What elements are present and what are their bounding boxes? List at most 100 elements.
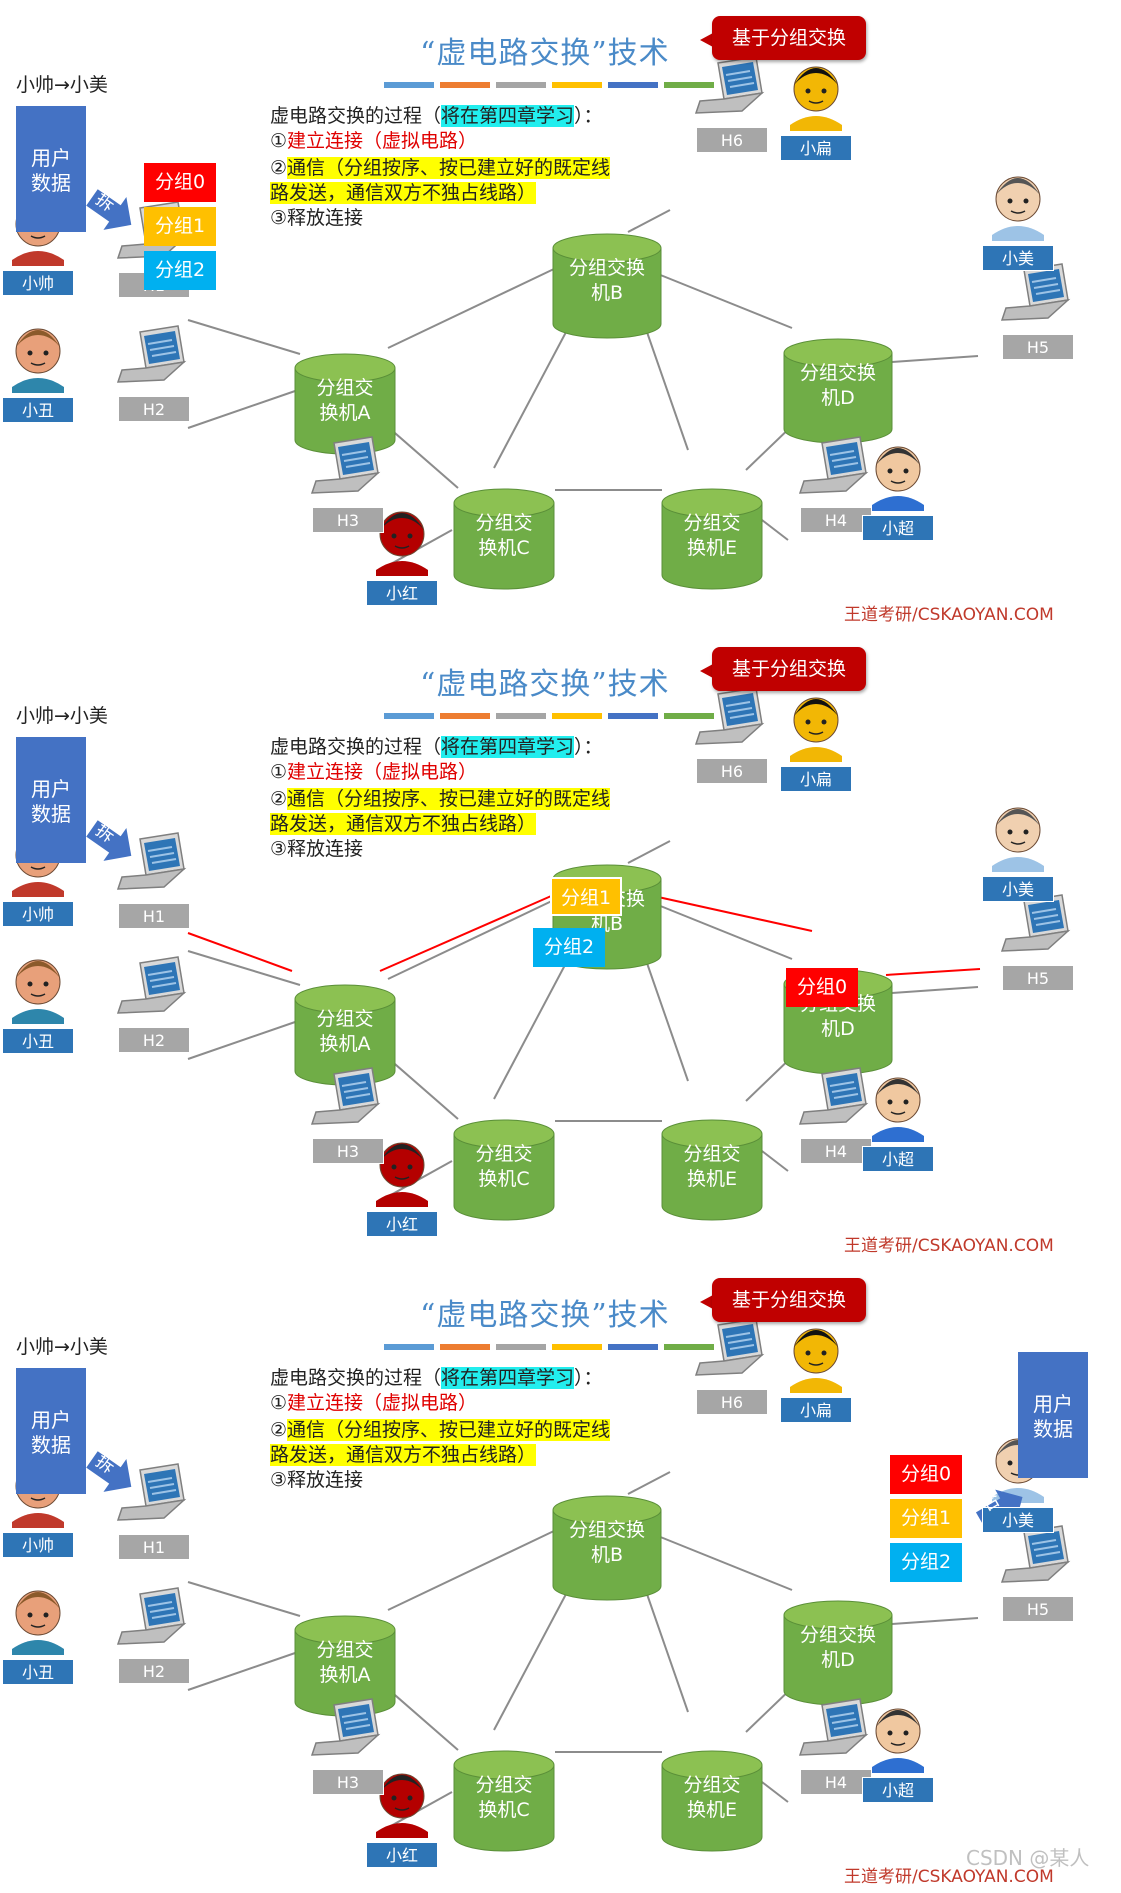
switch-d-cylinder — [783, 338, 893, 444]
link-bd — [647, 1531, 793, 1591]
csdn-watermark: CSDN @某人 — [966, 1846, 1090, 1870]
process-intro-text: 虚电路交换的过程（ — [270, 1367, 442, 1389]
title-color-bar — [440, 713, 490, 719]
step-1: ①建立连接（虚拟电路） — [270, 129, 477, 154]
switch-label-line: 分组交 — [683, 1143, 741, 1165]
title-color-bar — [440, 82, 490, 88]
user-label-chao: 小超 — [862, 1146, 934, 1172]
user-data-box: 用户数据 — [16, 737, 86, 863]
step-2-text: 通信（分组按序、按已建立好的既定线 — [287, 157, 611, 179]
link-be — [639, 942, 689, 1082]
switch-b-cylinder — [552, 1495, 662, 1601]
route-label: 小帅→小美 — [16, 1336, 108, 1358]
switch-c-cylinder — [453, 488, 555, 590]
host-label-h3: H3 — [312, 1138, 384, 1164]
link-bd — [647, 900, 793, 960]
switch-label-line: 分组交换 — [799, 362, 876, 384]
packet-0: 分组0 — [144, 163, 216, 202]
step-2-cont: 路发送，通信双方不独占线路） — [270, 812, 537, 837]
switch-c-label: 分组交换机C — [448, 511, 560, 561]
step-2-text-cont: 路发送，通信双方不独占线路） — [270, 182, 537, 204]
step-2-text: 通信（分组按序、按已建立好的既定线 — [287, 788, 611, 810]
user-label-chou: 小丑 — [2, 1028, 74, 1054]
user-label-bian: 小扁 — [780, 135, 852, 161]
switch-label-line: 换机E — [686, 537, 737, 559]
title-color-bar — [496, 82, 546, 88]
user-data-box: 用户数据 — [16, 106, 86, 232]
user-label-hong: 小红 — [366, 580, 438, 606]
title-color-bar — [664, 82, 714, 88]
switch-d-label: 分组交换机D — [782, 1623, 894, 1673]
user-label-shuai: 小帅 — [2, 1532, 74, 1558]
step-1-number: ① — [270, 1392, 288, 1414]
link-h4e — [761, 1781, 789, 1803]
title-color-bar — [552, 1344, 602, 1350]
avatar-hong-icon — [376, 1773, 428, 1838]
watermark: 王道考研/CSKAOYAN.COM — [844, 1867, 1054, 1887]
switch-label-line: 机D — [821, 387, 855, 409]
step-2: ②通信（分组按序、按已建立好的既定线 — [270, 1418, 611, 1443]
laptop-h5-icon — [1000, 263, 1071, 321]
step-2-cont: 路发送，通信双方不独占线路） — [270, 181, 537, 206]
step-1-text: 建立连接（虚拟电路） — [287, 761, 478, 783]
title-color-bar — [496, 713, 546, 719]
avatar-mei-icon — [992, 807, 1044, 872]
title-color-bar — [608, 1344, 658, 1350]
title-color-bar — [496, 1344, 546, 1350]
user-data-line: 数据 — [1033, 1417, 1073, 1441]
user-data-line: 数据 — [31, 1433, 71, 1457]
user-label-hong: 小红 — [366, 1211, 438, 1237]
laptop-h3-icon — [310, 1698, 381, 1756]
switch-e-label: 分组交换机E — [656, 1142, 768, 1192]
laptop-h4-icon — [798, 1067, 869, 1125]
user-label-chou: 小丑 — [2, 1659, 74, 1685]
switch-c-label: 分组交换机C — [448, 1142, 560, 1192]
link-h1s — [187, 1581, 301, 1617]
step-2-number: ② — [270, 788, 288, 810]
packet-1: 分组1 — [890, 1499, 962, 1538]
chapter-highlight: 将在第四章学习 — [441, 105, 575, 127]
network-diagram — [12, 56, 1071, 590]
virtual-circuit-link — [187, 932, 293, 972]
avatar-chou-icon — [12, 328, 64, 393]
switch-a-label: 分组交换机A — [289, 1638, 401, 1688]
step-2-text-cont: 路发送，通信双方不独占线路） — [270, 1444, 537, 1466]
link-h2s — [187, 1651, 299, 1691]
switch-d-cylinder — [783, 1600, 893, 1706]
link-h5d — [891, 986, 979, 994]
title-color-bar — [608, 82, 658, 88]
user-label-mei: 小美 — [982, 245, 1054, 271]
avatar-chou-icon — [12, 959, 64, 1024]
switch-label-line: 换机A — [319, 1664, 371, 1686]
avatar-chou-icon — [12, 1590, 64, 1655]
step-1-text: 建立连接（虚拟电路） — [287, 1392, 478, 1414]
switch-a-cylinder — [294, 984, 396, 1086]
user-label-chou: 小丑 — [2, 397, 74, 423]
virtual-circuit-link — [885, 968, 981, 976]
laptop-h1-icon — [116, 1463, 187, 1521]
laptop-h5-icon — [1000, 1525, 1071, 1583]
link-bd — [647, 269, 793, 329]
title-color-bar — [664, 1344, 714, 1350]
avatar-chao-icon — [872, 1077, 924, 1142]
switch-e-label: 分组交换机E — [656, 511, 768, 561]
panel-2: “虚电路交换”技术基于分组交换小帅→小美用户数据拆虚电路交换的过程（将在第四章学… — [0, 631, 1121, 1262]
process-intro: 虚电路交换的过程（将在第四章学习）： — [270, 104, 603, 129]
chapter-highlight: 将在第四章学习 — [441, 1367, 575, 1389]
step-2-cont: 路发送，通信双方不独占线路） — [270, 1443, 537, 1468]
link-h4e — [761, 519, 789, 541]
panel-1: “虚电路交换”技术基于分组交换小帅→小美用户数据拆虚电路交换的过程（将在第四章学… — [0, 0, 1121, 631]
user-data-line: 数据 — [31, 802, 71, 826]
process-intro-text: 虚电路交换的过程（ — [270, 736, 442, 758]
route-label: 小帅→小美 — [16, 74, 108, 96]
switch-c-label: 分组交换机C — [448, 1773, 560, 1823]
host-label-h2: H2 — [118, 1027, 190, 1053]
host-label-h4: H4 — [800, 507, 872, 533]
host-label-h4: H4 — [800, 1769, 872, 1795]
laptop-h3-icon — [310, 436, 381, 494]
packet-0: 分组0 — [890, 1455, 962, 1494]
switch-c-cylinder — [453, 1119, 555, 1221]
laptop-h1-icon — [116, 832, 187, 890]
process-close-text: ）： — [574, 736, 603, 758]
link-h6b — [627, 1471, 671, 1495]
